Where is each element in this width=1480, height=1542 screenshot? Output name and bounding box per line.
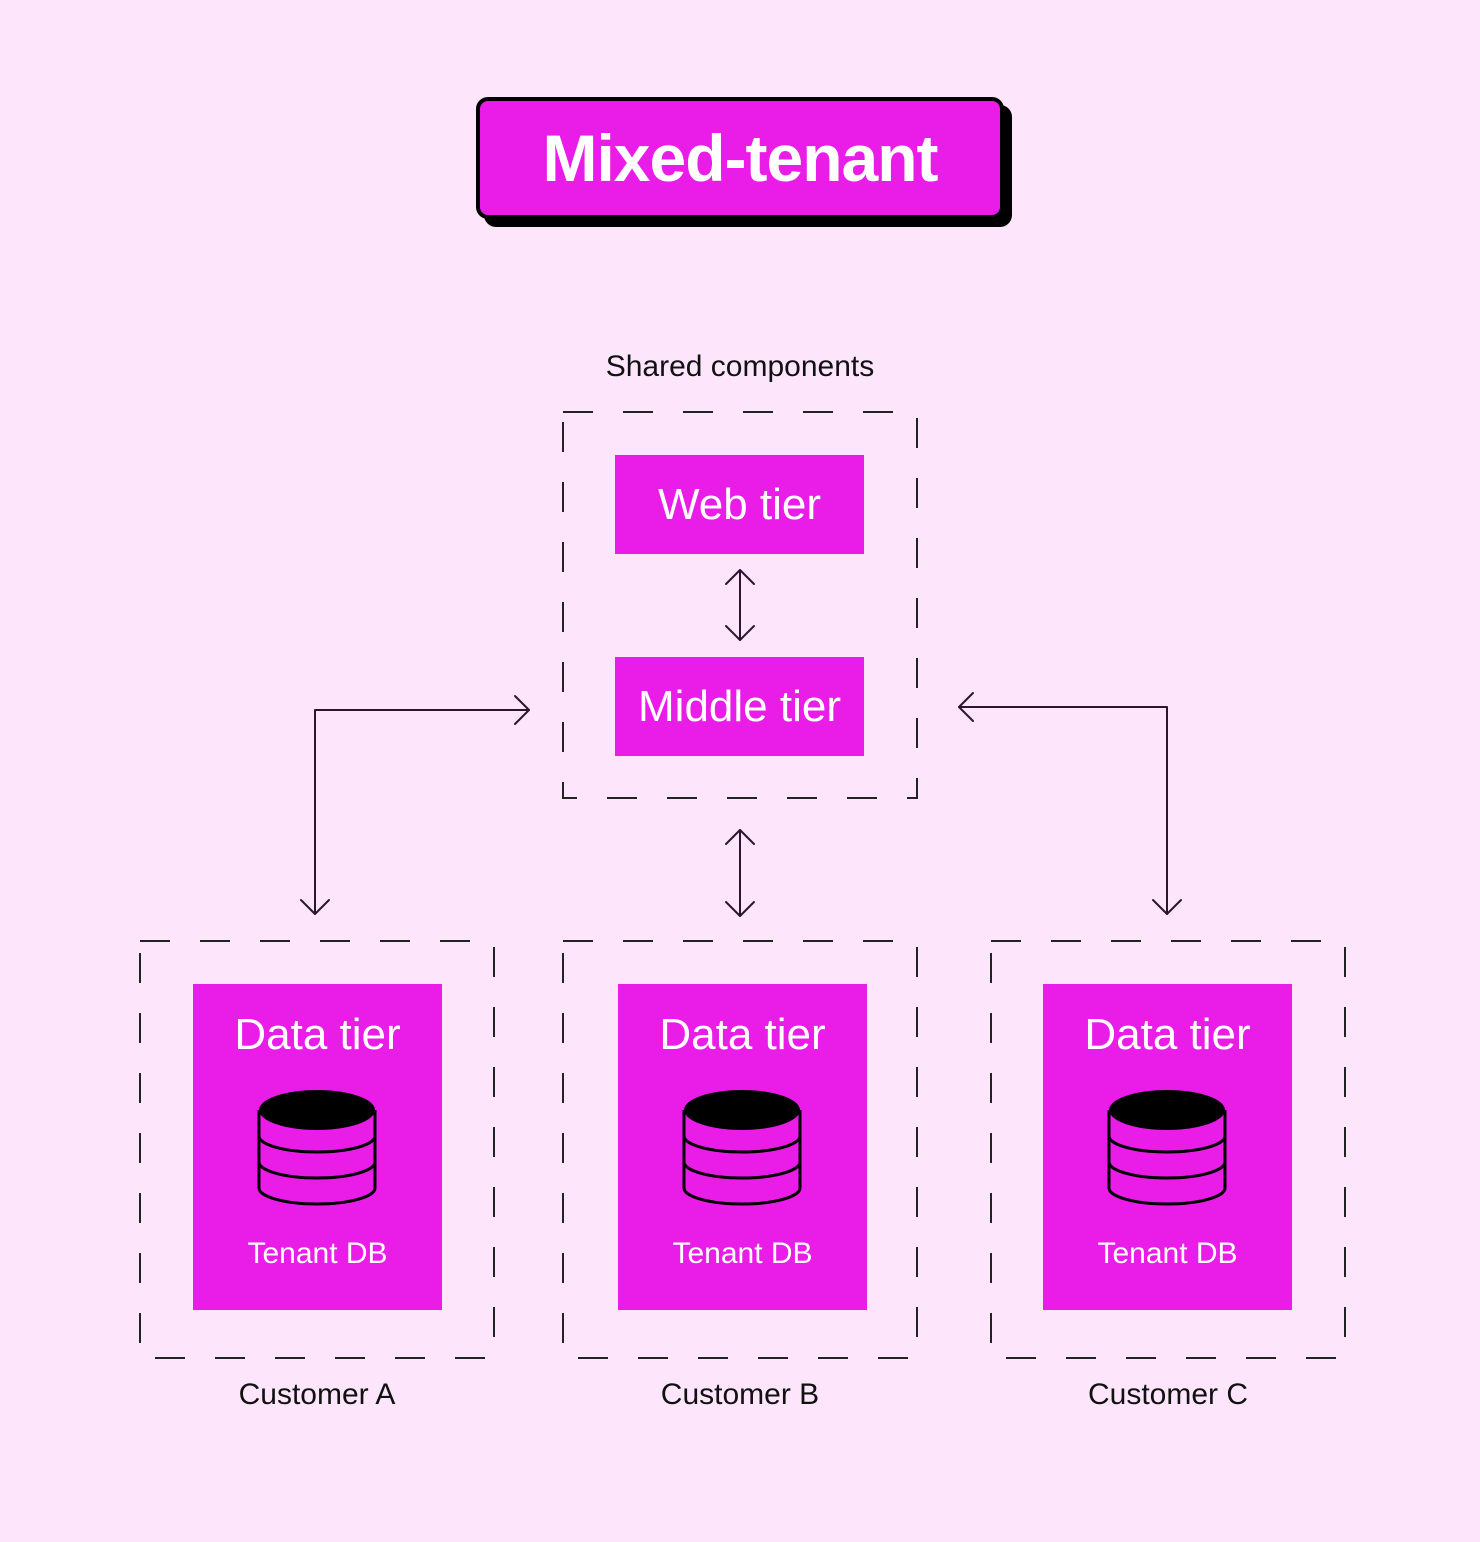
middle-tier-box: Middle tier xyxy=(615,657,864,756)
database-icon xyxy=(682,1090,802,1206)
data-tier-label: Data tier xyxy=(659,1010,826,1059)
customer-a-arrow xyxy=(300,695,530,915)
shared-components-group xyxy=(562,411,918,799)
database-icon xyxy=(257,1090,377,1206)
data-tier-box-customer-b: Data tier Tenant DB xyxy=(618,984,867,1310)
title-badge: Mixed-tenant xyxy=(476,97,1012,227)
tenant-db-label: Tenant DB xyxy=(672,1237,813,1270)
data-tier-label: Data tier xyxy=(234,1010,401,1059)
shared-customer-b-arrow xyxy=(725,829,755,917)
customer-b-label: Customer B xyxy=(660,1378,820,1411)
page-title: Mixed-tenant xyxy=(476,97,1004,219)
customer-a-group xyxy=(139,940,495,1359)
tenant-db-label: Tenant DB xyxy=(247,1237,388,1270)
customer-c-group xyxy=(990,940,1346,1359)
customer-c-label: Customer C xyxy=(1087,1378,1249,1411)
customer-a-label: Customer A xyxy=(238,1378,396,1411)
web-middle-arrow xyxy=(725,569,755,641)
customer-b-group xyxy=(562,940,918,1359)
data-tier-label: Data tier xyxy=(1084,1010,1251,1059)
shared-components-label: Shared components xyxy=(605,350,875,383)
tenant-db-label: Tenant DB xyxy=(1097,1237,1238,1270)
customer-c-arrow xyxy=(958,692,1182,915)
database-icon xyxy=(1107,1090,1227,1206)
data-tier-box-customer-a: Data tier Tenant DB xyxy=(193,984,442,1310)
data-tier-box-customer-c: Data tier Tenant DB xyxy=(1043,984,1292,1310)
web-tier-box: Web tier xyxy=(615,455,864,554)
